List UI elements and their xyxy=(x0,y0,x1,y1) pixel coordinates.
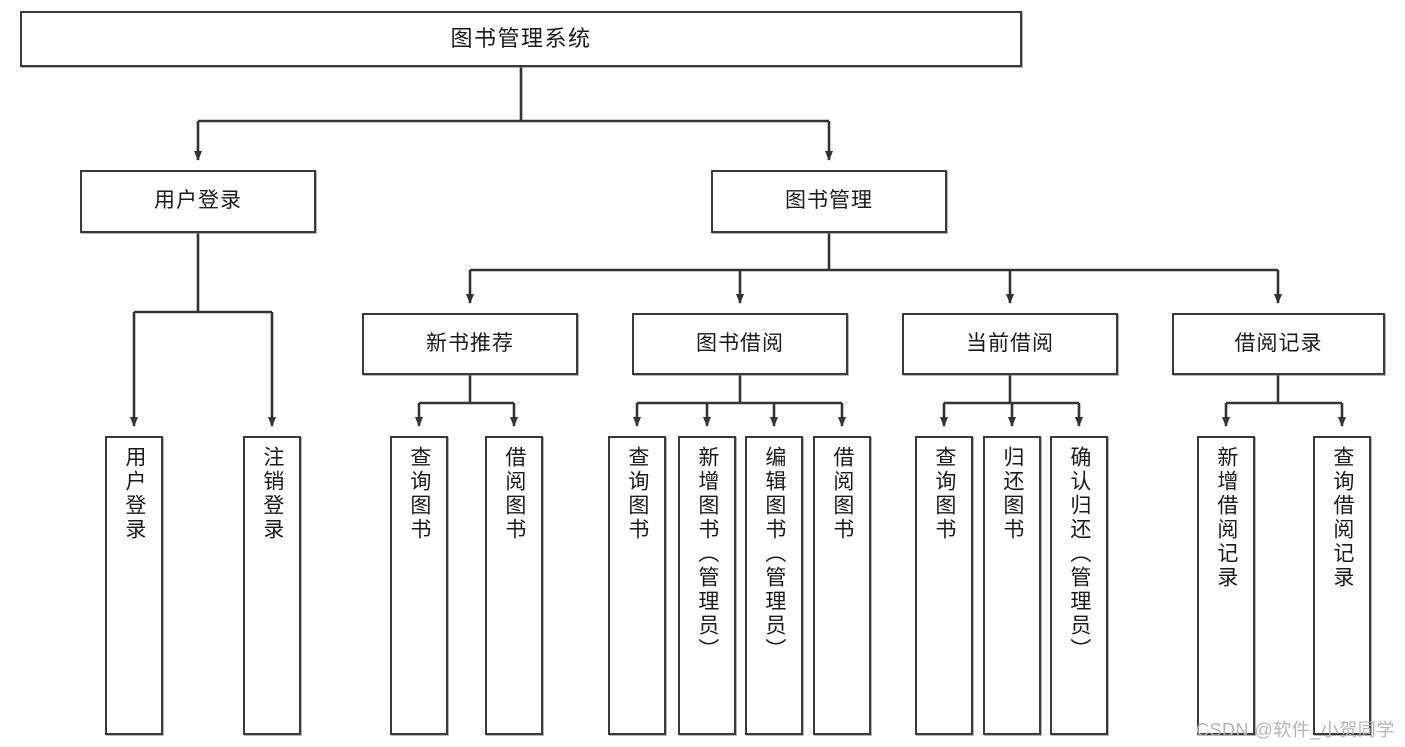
node-leaf-query-book-2-label: 查询图书 xyxy=(625,446,649,542)
node-book-manage[interactable]: 图书管理 xyxy=(711,170,947,233)
node-root[interactable]: 图书管理系统 xyxy=(20,11,1022,67)
node-user-login-label: 用户登录 xyxy=(154,189,242,213)
node-leaf-add-book[interactable]: 新增图书（管理员） xyxy=(678,436,736,735)
node-leaf-user-login[interactable]: 用户登录 xyxy=(105,436,163,735)
node-leaf-user-login-label: 用户登录 xyxy=(122,446,146,542)
node-leaf-confirm-return-label: 确认归还（管理员） xyxy=(1067,446,1091,662)
node-leaf-query-book-1[interactable]: 查询图书 xyxy=(390,436,448,735)
node-leaf-query-book-2[interactable]: 查询图书 xyxy=(608,436,666,735)
node-leaf-logout[interactable]: 注销登录 xyxy=(243,436,301,735)
node-borrow-record-label: 借阅记录 xyxy=(1234,331,1323,355)
node-leaf-return-book-label: 归还图书 xyxy=(1000,446,1024,542)
node-leaf-edit-book-label: 编辑图书（管理员） xyxy=(762,446,786,662)
node-leaf-query-book-1-label: 查询图书 xyxy=(407,446,431,542)
node-current-borrow-label: 当前借阅 xyxy=(966,331,1054,355)
node-book-borrow-label: 图书借阅 xyxy=(696,331,784,355)
node-leaf-borrow-book-1-label: 借阅图书 xyxy=(502,446,526,542)
node-leaf-query-book-3[interactable]: 查询图书 xyxy=(915,436,973,735)
node-leaf-add-book-label: 新增图书（管理员） xyxy=(695,446,719,662)
node-leaf-borrow-book-1[interactable]: 借阅图书 xyxy=(485,436,543,735)
node-new-book-recommend-label: 新书推荐 xyxy=(426,331,514,355)
node-user-login[interactable]: 用户登录 xyxy=(80,170,316,233)
node-book-manage-label: 图书管理 xyxy=(785,189,873,213)
node-leaf-confirm-return[interactable]: 确认归还（管理员） xyxy=(1050,436,1108,735)
node-current-borrow[interactable]: 当前借阅 xyxy=(902,313,1118,375)
node-leaf-return-book[interactable]: 归还图书 xyxy=(983,436,1041,735)
node-leaf-query-record[interactable]: 查询借阅记录 xyxy=(1313,436,1371,735)
node-leaf-add-record[interactable]: 新增借阅记录 xyxy=(1197,436,1255,735)
node-leaf-query-record-label: 查询借阅记录 xyxy=(1330,446,1354,590)
node-borrow-record[interactable]: 借阅记录 xyxy=(1172,313,1385,375)
node-leaf-edit-book[interactable]: 编辑图书（管理员） xyxy=(745,436,803,735)
node-new-book-recommend[interactable]: 新书推荐 xyxy=(362,313,578,375)
node-leaf-logout-label: 注销登录 xyxy=(260,446,284,542)
node-root-label: 图书管理系统 xyxy=(450,26,592,52)
node-book-borrow[interactable]: 图书借阅 xyxy=(632,313,848,375)
watermark-text: CSDN @软件_小贺同学 xyxy=(1196,720,1395,740)
node-leaf-add-record-label: 新增借阅记录 xyxy=(1214,446,1238,590)
node-leaf-query-book-3-label: 查询图书 xyxy=(932,446,956,542)
node-leaf-borrow-book-2[interactable]: 借阅图书 xyxy=(813,436,871,735)
node-leaf-borrow-book-2-label: 借阅图书 xyxy=(830,446,854,542)
